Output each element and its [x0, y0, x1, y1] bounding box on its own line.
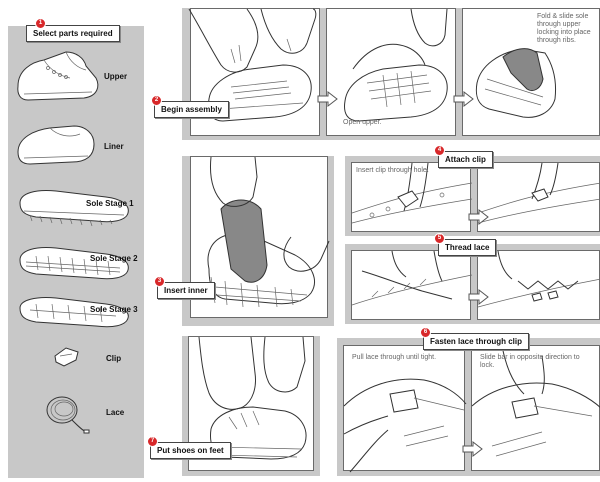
arrow-begin-1-2	[317, 90, 338, 108]
fold-slide-note: Fold & slide sole through upper locking …	[537, 13, 591, 44]
select-parts-label: Select parts required	[26, 25, 120, 42]
step-3-badge: 3	[154, 276, 165, 287]
lace-part-drawing	[46, 396, 90, 434]
insert-inner-label: Insert inner	[157, 282, 215, 299]
step-4-badge: 4	[434, 145, 445, 156]
insert-clip-note: Insert clip through hole.	[356, 167, 429, 174]
begin-assembly-label: Begin assembly	[154, 101, 229, 118]
upper-part-drawing	[17, 51, 99, 101]
fasten-frame-2: Slide bar in opposite direction to lock.	[471, 345, 600, 471]
step-2-badge: 2	[151, 95, 162, 106]
arrow-attach	[468, 208, 489, 226]
thread-frame-1	[351, 250, 473, 320]
begin-frame-2: Open upper.	[326, 8, 456, 136]
attach-clip-label: Attach clip	[438, 151, 493, 168]
part-label-sole-stage-3: Sole Stage 3	[90, 305, 138, 314]
part-label-upper: Upper	[104, 72, 128, 81]
pull-lace-note: Pull lace through until tight.	[352, 354, 437, 361]
step-6-badge: 6	[420, 327, 431, 338]
arrow-thread	[468, 288, 489, 306]
liner-part-drawing	[17, 125, 95, 165]
open-upper-note: Open upper.	[343, 119, 382, 126]
arrow-fasten	[462, 440, 483, 458]
step-7-badge: 7	[147, 436, 158, 447]
arrow-begin-2-3	[453, 90, 474, 108]
part-label-liner: Liner	[104, 142, 124, 151]
part-label-lace: Lace	[106, 408, 125, 417]
put-shoes-label: Put shoes on feet	[150, 442, 231, 459]
thread-lace-label: Thread lace	[438, 239, 497, 256]
sole-stage-3-drawing	[19, 297, 129, 328]
part-label-sole-stage-1: Sole Stage 1	[86, 199, 134, 208]
sole-stage-2-drawing	[19, 247, 129, 280]
attach-frame-2	[477, 162, 600, 232]
sole-stage-1-drawing	[19, 190, 129, 227]
part-label-sole-stage-2: Sole Stage 2	[90, 254, 138, 263]
fasten-lace-label: Fasten lace through clip	[423, 333, 530, 350]
fasten-frame-1: Pull lace through until tight.	[343, 345, 467, 473]
thread-frame-2	[477, 250, 600, 320]
begin-frame-3: Fold & slide sole through upper locking …	[462, 8, 600, 136]
slide-bar-note: Slide bar in opposite direction to lock.	[480, 354, 580, 369]
step-5-badge: 5	[434, 233, 445, 244]
attach-frame-1: Insert clip through hole.	[351, 162, 473, 232]
step-1-badge: 1	[35, 18, 46, 29]
put-shoes-frame	[188, 336, 314, 471]
part-label-clip: Clip	[106, 354, 122, 363]
clip-part-drawing	[54, 347, 79, 367]
